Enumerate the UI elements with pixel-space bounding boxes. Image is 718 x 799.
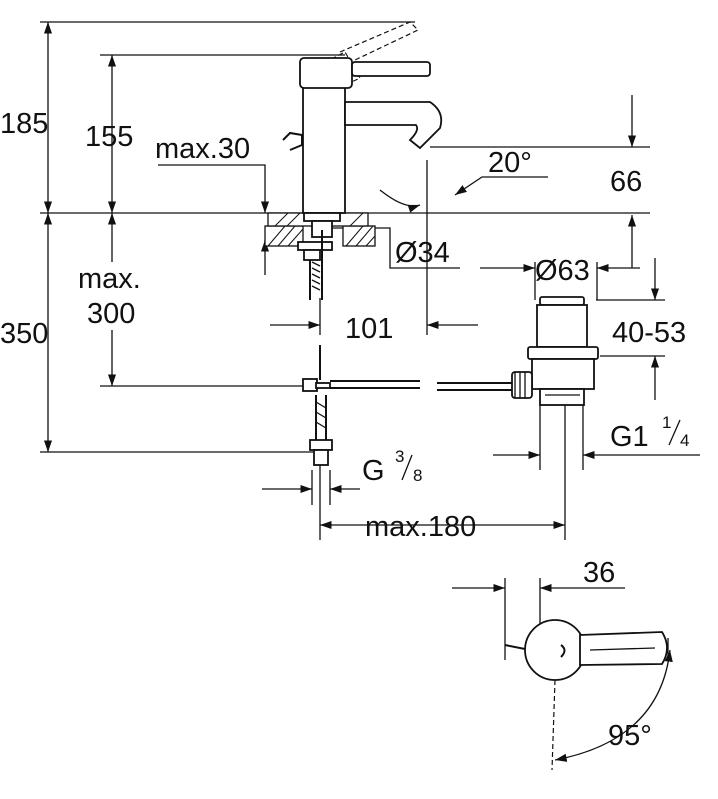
dim-g-three-eighths: G 3 8: [362, 447, 422, 487]
dim-dia63: Ø63: [535, 255, 590, 287]
dim-g1-numerator: 1: [662, 413, 671, 432]
dim-350: 350: [0, 318, 48, 350]
dimension-lines: [43, 22, 700, 762]
dim-g-numerator: 3: [395, 447, 404, 466]
faucet-body: [282, 21, 443, 300]
dim-angle-20: 20°: [488, 147, 532, 179]
dim-dia34: Ø34: [395, 237, 450, 269]
dim-155: 155: [85, 121, 133, 153]
dim-g1-denominator: 4: [680, 431, 689, 450]
pull-rod-assembly: [302, 345, 420, 466]
dim-angle-95: 95°: [608, 720, 652, 752]
dim-g-denominator: 8: [413, 466, 422, 485]
top-view: [504, 619, 668, 771]
dim-40-53: 40-53: [612, 317, 686, 349]
pop-up-waste: [437, 296, 599, 406]
dim-185: 185: [0, 108, 48, 140]
dim-300: 300: [87, 298, 135, 330]
dim-max-label: max.: [78, 263, 141, 295]
dim-66: 66: [610, 166, 642, 198]
dim-max30: max.30: [155, 133, 250, 165]
dim-g1-quarter: G1 1 4: [610, 413, 689, 453]
dim-g-base: G: [362, 455, 385, 487]
dim-max180: max.180: [365, 511, 476, 543]
dim-101: 101: [345, 313, 393, 345]
dim-g1-base: G1: [610, 421, 649, 453]
dim-36: 36: [583, 557, 615, 589]
dimension-labels: 185 155 max.30 20° 66 Ø34 Ø63 max. 300 3…: [0, 108, 689, 752]
